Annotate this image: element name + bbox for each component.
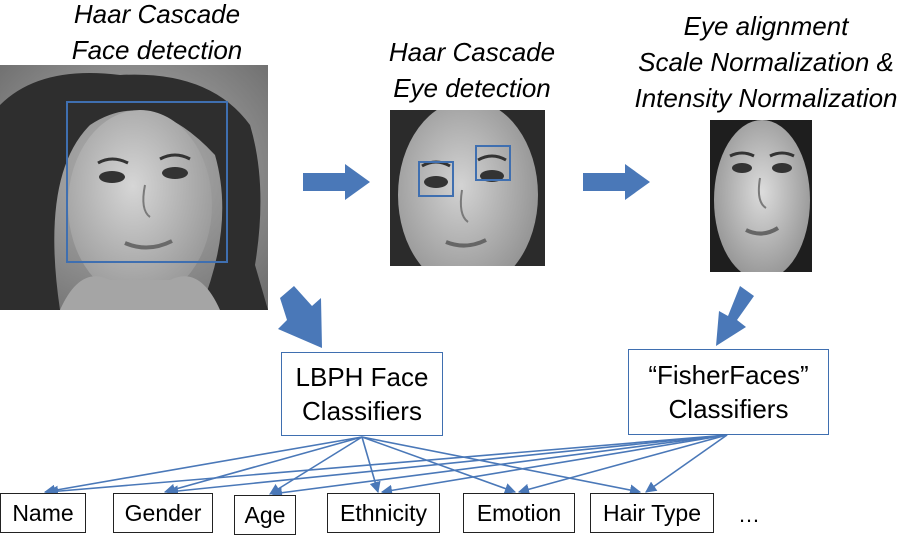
box-line: “FisherFaces” [648,360,809,390]
output-label: Hair Type [602,499,701,526]
arrow-eye-to-align [583,164,650,200]
arrow-face-to-eye [303,164,370,200]
output-name: Name [0,493,86,533]
output-emotion: Emotion [463,493,575,533]
face-detection-caption: Haar Cascade Face detection [52,0,262,68]
caption-line: Haar Cascade [73,0,241,29]
eye-detection-caption: Haar Cascade Eye detection [372,34,572,106]
caption-line: Haar Cascade [388,37,556,67]
eye-photo [390,110,545,266]
eye-photo-image [390,110,545,266]
box-line: Classifiers [668,394,789,424]
arrow-align-to-fisher [716,286,754,346]
fisherfaces-classifier-box: “FisherFaces” Classifiers [628,349,829,435]
output-label: Gender [124,499,202,526]
output-ethnicity: Ethnicity [327,493,440,533]
caption-line: Scale Normalization & [638,47,894,77]
output-hair-type: Hair Type [590,493,714,533]
caption-line: Eye detection [393,73,551,103]
alignment-caption: Eye alignment Scale Normalization & Inte… [618,8,913,116]
left-eye-box [418,161,454,197]
output-age: Age [234,495,296,535]
more-outputs-ellipsis: … [738,502,760,527]
box-line: LBPH Face [295,362,429,392]
output-label: Ethnicity [340,499,427,526]
fisher-connectors [46,434,728,499]
box-line: Classifiers [302,396,422,426]
aligned-face-image [710,120,812,272]
face-detection-box [66,101,228,263]
output-label: Emotion [476,499,562,526]
output-gender: Gender [113,493,213,533]
face-photo-image [0,65,268,310]
face-photo [0,65,268,310]
caption-line: Face detection [71,35,243,65]
output-label: Name [12,499,74,526]
right-eye-box [475,145,511,181]
lbph-classifier-box: LBPH Face Classifiers [281,352,443,436]
caption-line: Intensity Normalization [634,83,898,113]
arrow-face-to-lbph [278,286,322,348]
aligned-face-photo [710,120,812,272]
caption-line: Eye alignment [683,11,849,41]
output-label: Age [244,501,286,528]
